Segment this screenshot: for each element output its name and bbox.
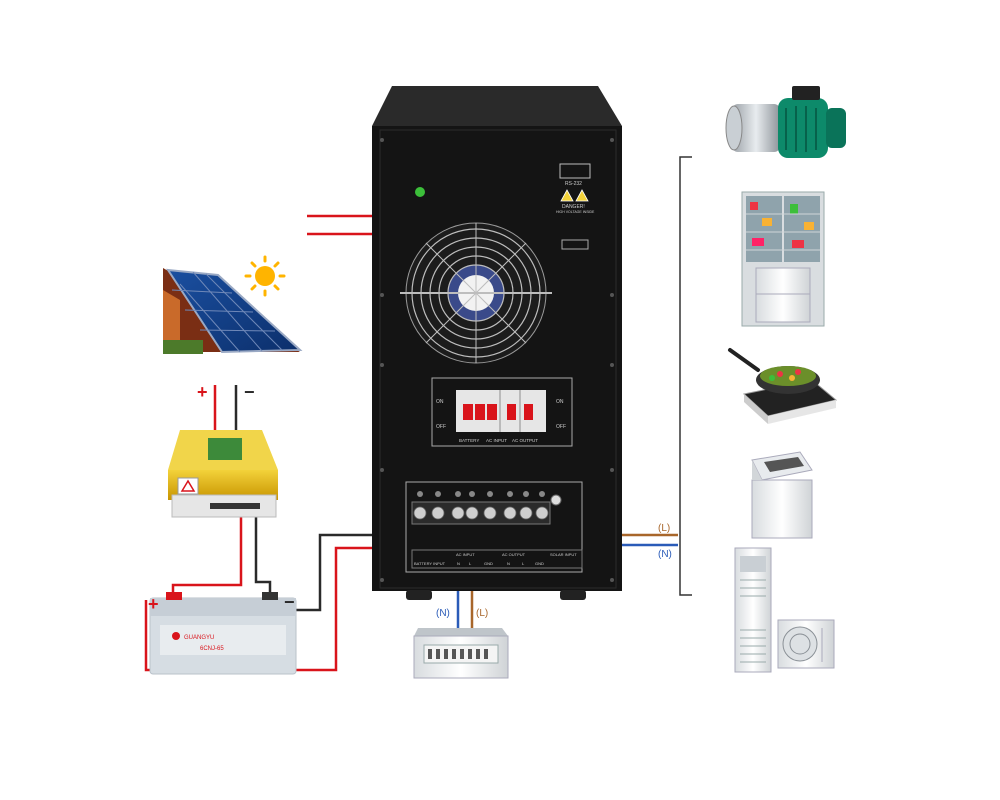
washing-machine-icon: [751, 451, 813, 539]
charge-controller-icon: [168, 430, 278, 518]
battery-icon: GUANGYU 6CNJ-65: [149, 592, 297, 675]
breaker-battery-label: BATTERY: [459, 438, 479, 443]
breaker-off-left: OFF: [436, 424, 446, 430]
terminal-ac-output-label: AC OUTPUT: [502, 552, 526, 557]
neutral-input-label: (N): [436, 608, 450, 619]
rs232-port: [559, 163, 591, 179]
battery-model: 6CNJ-65: [200, 646, 224, 652]
breaker-ac-output-label: AC OUTPUT: [512, 438, 538, 443]
pv-negative-label: −: [244, 382, 255, 402]
solar-panel-icon: [163, 268, 303, 354]
danger-sub-label: HIGH VOLTAGE INSIDE: [556, 210, 595, 214]
breaker-off-right: OFF: [556, 424, 566, 430]
neutral-output-label: (N): [658, 549, 672, 560]
breaker-on-left: ON: [436, 399, 444, 405]
rs232-label: RS-232: [565, 181, 582, 187]
air-conditioner-icon: [734, 547, 835, 673]
load-bracket: [679, 156, 692, 596]
controller-battery-negative-wire: [254, 515, 272, 600]
water-pump-icon: [725, 86, 846, 158]
terminal-gnd2-label: GND: [535, 561, 544, 566]
controller-battery-positive-wire: [171, 515, 243, 605]
induction-cooker-icon: [728, 348, 838, 424]
distribution-box-icon: [413, 628, 509, 679]
terminal-block: [405, 481, 583, 573]
terminal-n2-label: N: [507, 561, 510, 566]
line-input-label: (L): [476, 608, 488, 619]
cooling-fan-icon: [400, 222, 552, 364]
sun-icon: [244, 255, 286, 297]
terminal-ac-input-label: AC INPUT: [456, 552, 475, 557]
inverter-cabinet: RS-232 DANGER! HIGH VOLTAGE INSIDE ON OF…: [372, 86, 622, 600]
terminal-l2-label: L: [522, 561, 525, 566]
terminal-gnd1-label: GND: [484, 561, 493, 566]
indicator-panel: [561, 239, 589, 250]
battery-positive-label: +: [148, 594, 159, 614]
danger-label: DANGER!: [562, 204, 585, 210]
breaker-ac-input-label: AC INPUT: [486, 438, 507, 443]
pv-positive-label: +: [197, 382, 208, 402]
terminal-l1-label: L: [469, 561, 472, 566]
breaker-panel: [431, 377, 573, 447]
terminal-solar-label: SOLAR INPUT: [550, 552, 577, 557]
battery-brand: GUANGYU: [184, 635, 214, 641]
line-output-label: (L): [658, 523, 670, 534]
warning-icon: [560, 189, 589, 202]
terminal-battery-label: BATTERY INPUT: [414, 561, 446, 566]
battery-negative-label: −: [284, 592, 295, 612]
refrigerator-icon: [741, 191, 825, 327]
breaker-on-right: ON: [556, 399, 564, 405]
terminal-n1-label: N: [457, 561, 460, 566]
power-indicator: [415, 187, 425, 197]
